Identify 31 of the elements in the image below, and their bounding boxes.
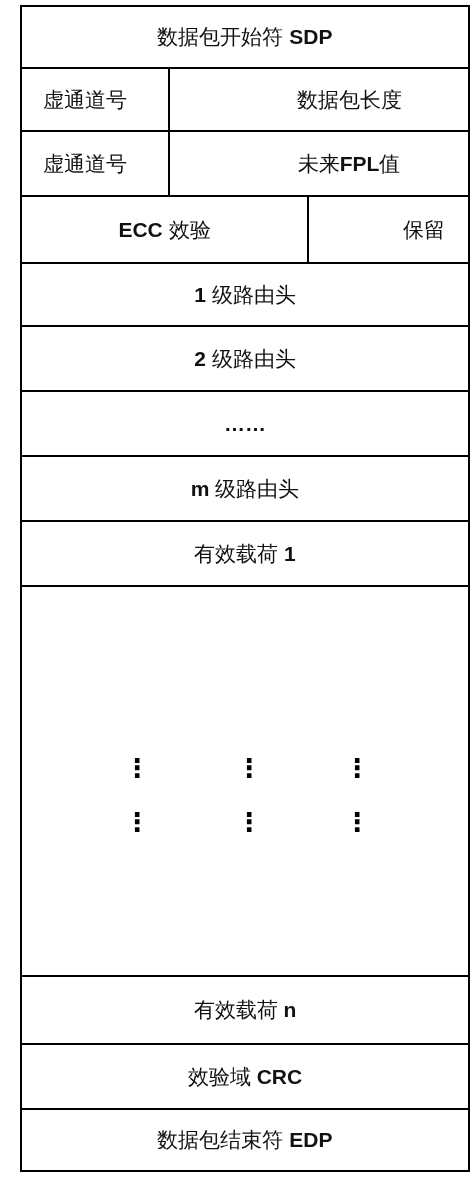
vertical-ellipsis: ⋮ [124,809,150,835]
field-name: 效验域 CRC [187,1063,303,1090]
field-name: 数据包长度 [296,86,402,113]
vertical-ellipsis: ⋮ [236,809,262,835]
field-cell [20,262,470,327]
field-name: 未来FPL值 [297,150,401,177]
field-name: 数据包开始符 SDP [157,24,333,50]
field-name: 有效载荷 n [193,997,297,1023]
vertical-ellipsis: ⋮ [344,809,370,835]
field-cell [20,325,470,392]
field-name: 数据包结束符 EDP [157,1127,333,1153]
field-name: 保留 [402,216,445,243]
payload-area [20,585,470,977]
field-name: 2 级路由头 [194,345,296,372]
field-cell [20,455,470,522]
field-cell [20,1108,470,1172]
field-name: 虚通道号 [43,150,127,177]
field-cell [20,1043,470,1110]
field-name: 有效载荷 1 [194,540,296,567]
vertical-ellipsis: ⋮ [124,755,150,781]
field-cell [20,520,470,587]
field-cell [20,390,470,457]
field-cell [20,5,470,69]
field-cell [20,975,470,1045]
field-name: 1 级路由头 [194,281,296,308]
field-name: ECC 效验 [118,216,211,243]
field-name: m 级路由头 [190,475,300,502]
field-name: …… [224,411,266,436]
field-name: 虚通道号 [43,86,127,113]
vertical-ellipsis: ⋮ [236,755,262,781]
vertical-ellipsis: ⋮ [344,755,370,781]
